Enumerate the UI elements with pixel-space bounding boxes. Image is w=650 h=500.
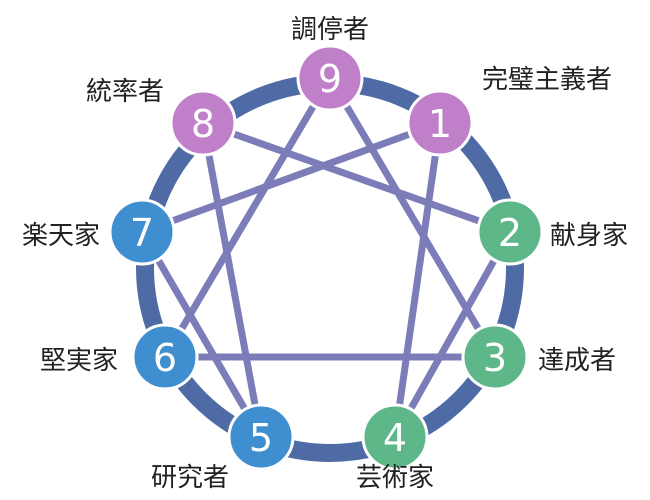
type-label-2: 献身家 xyxy=(550,221,628,251)
type-node-1: 1 xyxy=(406,89,474,157)
node-circle-8 xyxy=(169,89,237,157)
node-number-7: 7 xyxy=(130,211,154,255)
connection-line-6-9 xyxy=(161,74,334,361)
node-number-9: 9 xyxy=(318,57,342,101)
connection-line-2-8 xyxy=(199,119,514,236)
type-node-6: 6 xyxy=(131,323,199,391)
node-circle-7 xyxy=(108,198,176,266)
node-circle-2 xyxy=(476,198,544,266)
type-label-5: 研究者 xyxy=(151,463,229,493)
type-label-4: 芸術家 xyxy=(356,463,434,493)
connection-line-8-5 xyxy=(199,119,265,441)
node-number-8: 8 xyxy=(191,102,215,146)
type-node-9: 9 xyxy=(296,44,364,112)
type-label-8: 統率者 xyxy=(86,77,164,107)
type-label-6: 堅実家 xyxy=(40,346,118,376)
connection-line-4-2 xyxy=(391,228,514,441)
connection-line-9-3 xyxy=(326,74,499,361)
connection-lines xyxy=(138,74,514,441)
type-node-8: 8 xyxy=(169,89,237,157)
node-circle-6 xyxy=(131,323,199,391)
node-circle-4 xyxy=(361,403,429,471)
type-label-9: 調停者 xyxy=(291,15,369,45)
node-circle-3 xyxy=(461,323,529,391)
type-node-4: 4 xyxy=(361,403,429,471)
connection-line-7-1 xyxy=(138,119,444,236)
node-circle-1 xyxy=(406,89,474,157)
type-label-3: 達成者 xyxy=(538,346,616,376)
connection-line-1-4 xyxy=(391,119,444,441)
node-number-1: 1 xyxy=(428,102,452,146)
node-number-4: 4 xyxy=(383,416,407,460)
node-circle-5 xyxy=(227,403,295,471)
type-label-1: 完璧主義者 xyxy=(482,65,612,95)
node-number-5: 5 xyxy=(249,416,273,460)
node-circle-9 xyxy=(296,44,364,112)
type-node-7: 7 xyxy=(108,198,176,266)
type-nodes: 1 2 3 4 5 6 7 8 9 xyxy=(108,44,544,471)
node-number-6: 6 xyxy=(153,336,177,380)
node-number-3: 3 xyxy=(483,336,507,380)
connection-line-5-7 xyxy=(138,228,265,441)
node-number-2: 2 xyxy=(498,211,522,255)
type-node-3: 3 xyxy=(461,323,529,391)
type-label-7: 楽天家 xyxy=(22,221,100,251)
type-node-5: 5 xyxy=(227,403,295,471)
type-node-2: 2 xyxy=(476,198,544,266)
